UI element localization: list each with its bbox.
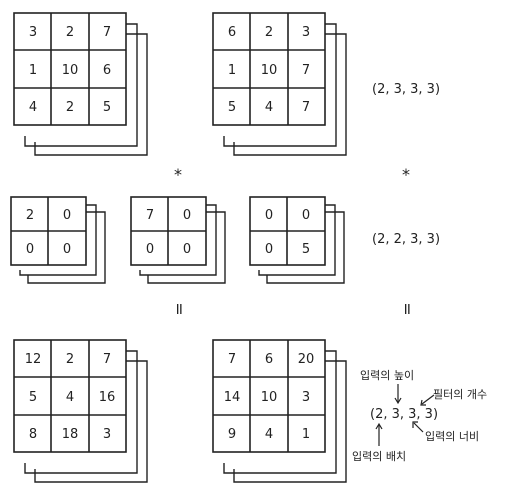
cell: 7 (103, 352, 111, 367)
cell: 3 (103, 427, 111, 442)
cell: 0 (63, 242, 71, 257)
cell: 0 (265, 208, 273, 223)
cell: 6 (265, 352, 273, 367)
cell: 5 (302, 242, 310, 257)
cell: 0 (183, 208, 191, 223)
cell: 20 (298, 352, 315, 367)
cell: 12 (25, 352, 42, 367)
cell: 7 (302, 63, 310, 78)
multiply-operator: * (174, 165, 182, 184)
cell: 2 (26, 208, 34, 223)
multiply-operator: * (402, 165, 410, 184)
batch-label: 입력의 배치 (352, 450, 406, 463)
cell: 10 (261, 390, 278, 405)
cell: 8 (29, 427, 37, 442)
cell: 0 (265, 242, 273, 257)
cell: 2 (66, 352, 74, 367)
cell: 7 (228, 352, 236, 367)
output-stack-1: 12 2 7 5 4 16 8 18 3 (13, 339, 148, 483)
cell: 0 (146, 242, 154, 257)
equals-operator: = (170, 302, 189, 315)
equals-operator: = (398, 302, 417, 315)
cell: 4 (265, 100, 273, 115)
cell: 5 (103, 100, 111, 115)
filter-stack-1: 2 0 0 0 (10, 196, 106, 284)
cell: 2 (66, 25, 74, 40)
cell: 0 (302, 208, 310, 223)
cell: 0 (183, 242, 191, 257)
cell: 2 (265, 25, 273, 40)
cell: 16 (99, 390, 116, 405)
width-arrow (412, 421, 424, 433)
batch-arrow (375, 422, 383, 446)
cell: 5 (228, 100, 236, 115)
height-arrow (394, 384, 402, 405)
shape-annotation: 입력의 높이 필터의 개수 (2, 3, 3, 3) 입력의 너비 입력의 배치 (352, 369, 487, 463)
cell: 7 (302, 100, 310, 115)
filter-stack-3: 0 0 0 5 (249, 196, 345, 284)
filters-arrow (420, 394, 435, 406)
cell: 9 (228, 427, 236, 442)
cell: 6 (228, 25, 236, 40)
cell: 2 (66, 100, 74, 115)
cell: 0 (26, 242, 34, 257)
cell: 4 (66, 390, 74, 405)
cell: 3 (302, 390, 310, 405)
width-label: 입력의 너비 (425, 430, 479, 443)
cell: 0 (63, 208, 71, 223)
cell: 4 (265, 427, 273, 442)
cell: 6 (103, 63, 111, 78)
input-shape-label: (2, 3, 3, 3) (372, 82, 440, 97)
height-label: 입력의 높이 (360, 369, 414, 382)
cell: 1 (29, 63, 37, 78)
cell: 4 (29, 100, 37, 115)
cell: 7 (146, 208, 154, 223)
input-stack-2: 6 2 3 1 10 7 5 4 7 (212, 12, 347, 156)
input-stack-1: 3 2 7 1 10 6 4 2 5 (13, 12, 148, 156)
filter-shape-label: (2, 2, 3, 3) (372, 232, 440, 247)
output-shape-label: (2, 3, 3, 3) (370, 407, 438, 422)
cell: 7 (103, 25, 111, 40)
cell: 3 (29, 25, 37, 40)
cell: 1 (302, 427, 310, 442)
cell: 10 (62, 63, 79, 78)
filters-label: 필터의 개수 (433, 388, 487, 401)
output-stack-2: 7 6 20 14 10 3 9 4 1 (212, 339, 347, 483)
filter-stack-2: 7 0 0 0 (130, 196, 226, 284)
cell: 18 (62, 427, 79, 442)
cell: 5 (29, 390, 37, 405)
cell: 1 (228, 63, 236, 78)
cell: 14 (224, 390, 241, 405)
cell: 3 (302, 25, 310, 40)
cell: 10 (261, 63, 278, 78)
